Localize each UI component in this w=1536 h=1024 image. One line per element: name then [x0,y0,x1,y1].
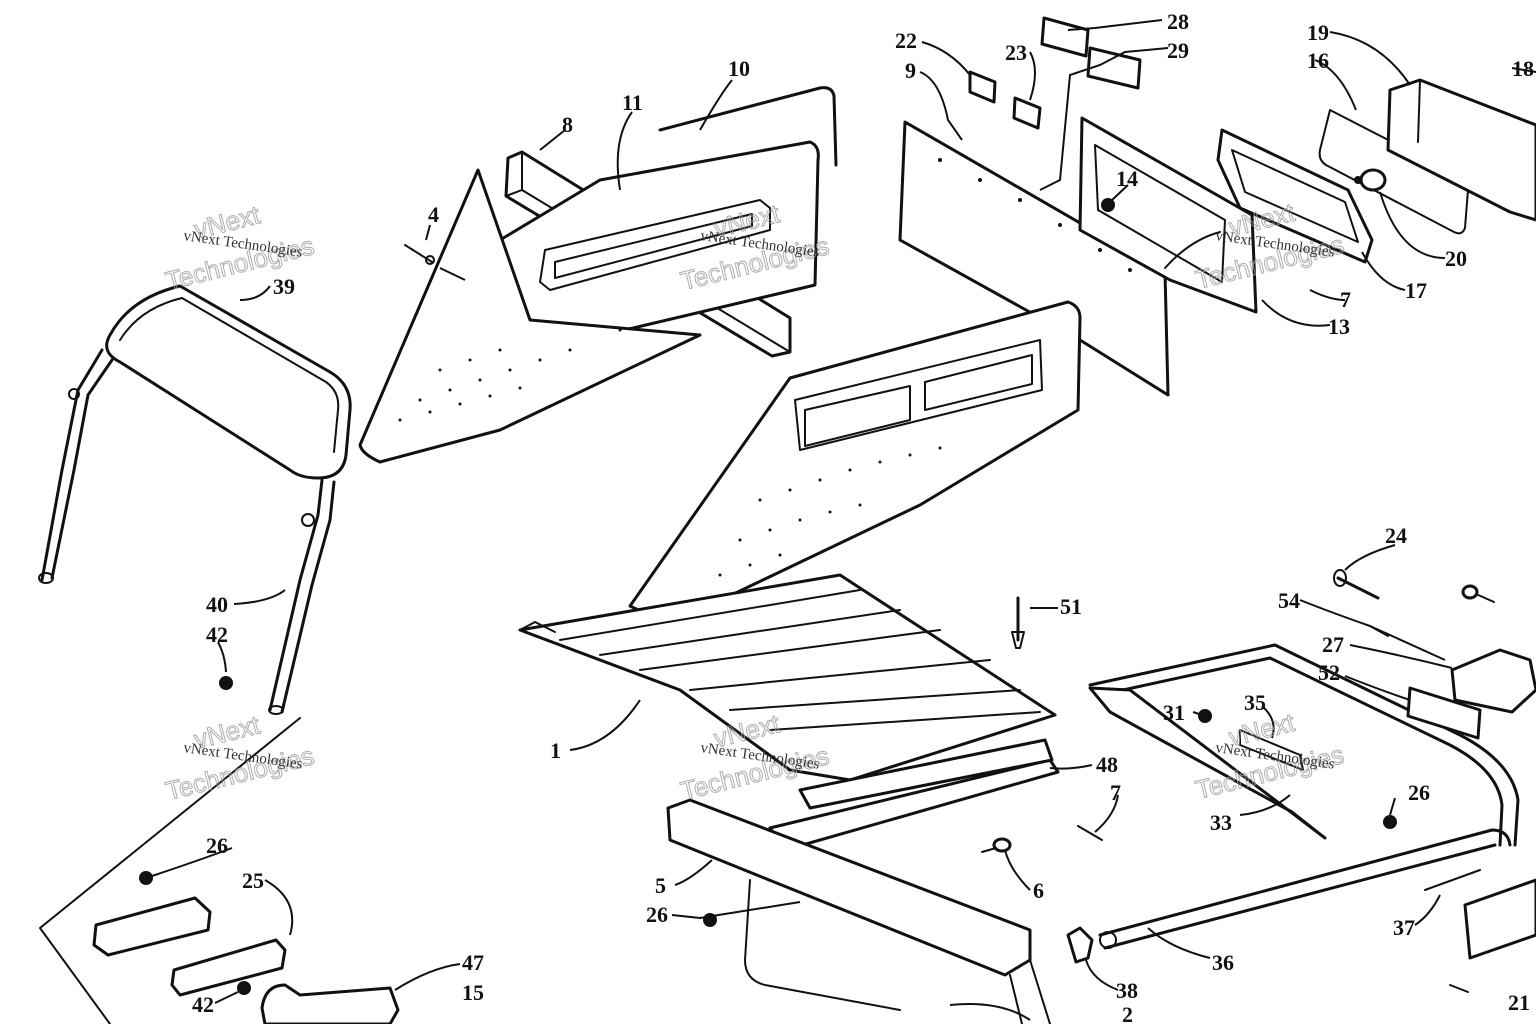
part-17-tail-light-lens [1216,128,1374,264]
part-4-screw [404,244,435,265]
part-19-light-cover [1386,78,1536,222]
callout-39: 39 [273,274,295,299]
callout-23: 23 [1005,40,1027,65]
callout-6: 6 [1033,878,1044,903]
callout-31: 31 [1163,700,1185,725]
callout-42-lower: 42 [192,992,214,1017]
part-36-frame-rail [1088,643,1520,950]
callout-7-upper: 7 [1340,287,1351,312]
part-center-side-panel [628,300,1082,620]
callout-7-lower: 7 [1110,780,1121,805]
callout-9: 9 [905,58,916,83]
callout-54: 54 [1278,588,1300,613]
part-7-pin-lower [1077,825,1103,841]
part-20-bulb [1354,168,1387,192]
part-left-floor-panel [358,168,702,464]
part-28-decal [1040,16,1090,58]
callout-17: 17 [1405,278,1427,303]
callout-21: 21 [1508,990,1530,1015]
part-bolt-upper-right [1461,584,1495,603]
part-13-light-housing-panel [1078,116,1258,314]
bottom-left-bracket-assembly [39,717,400,1024]
callout-14: 14 [1116,166,1138,191]
leader-lines [151,19,1536,1021]
callout-5: 5 [655,873,666,898]
part-27-latch [1450,648,1536,714]
part-51-rivet [1011,596,1025,649]
callout-26-center: 26 [646,902,668,927]
part-35-plate [1239,729,1304,771]
callout-2: 2 [1122,1002,1133,1024]
callout-26-right: 26 [1408,780,1430,805]
callout-25: 25 [242,868,264,893]
callout-27: 27 [1322,632,1344,657]
callout-18: 18 [1512,56,1534,81]
callout-16: 16 [1307,48,1329,73]
part-40-backrest-frame [38,348,336,715]
part-5-lower-channel [666,798,1051,1024]
part-11-side-panel-left [498,140,820,352]
callout-38: 38 [1116,978,1138,1003]
callout-26-left: 26 [206,833,228,858]
part-21-screw [1449,984,1469,993]
callout-8: 8 [562,112,573,137]
callout-48: 48 [1096,752,1118,777]
callout-47: 47 [462,950,484,975]
callout-10: 10 [728,56,750,81]
callout-22: 22 [895,28,917,53]
callout-20: 20 [1445,246,1467,271]
callout-33: 33 [1210,810,1232,835]
part-42-nut-upper [219,676,233,690]
callout-40: 40 [206,592,228,617]
part-33-bracket [1088,686,1327,840]
part-39-backrest-cushion [105,284,352,480]
part-26-nut-right [1383,815,1397,829]
callout-36: 36 [1212,950,1234,975]
callout-35: 35 [1244,690,1266,715]
callout-29: 29 [1167,38,1189,63]
part-6-bolt [981,837,1012,853]
part-24-pin [1333,569,1380,600]
callout-52: 52 [1318,660,1340,685]
part-48-bracket-bar [768,738,1060,852]
callout-4: 4 [428,202,439,227]
callout-11: 11 [622,90,643,115]
callout-15: 15 [462,980,484,1005]
callout-13: 13 [1328,314,1350,339]
part-52-strip [1406,686,1482,740]
part-38-clip [1066,926,1094,964]
callout-19: 19 [1307,20,1329,45]
part-23-reflector [1012,96,1042,130]
callout-42-upper: 42 [206,622,228,647]
callout-28: 28 [1167,9,1189,34]
part-22-reflector [968,70,997,104]
part-37-reflector [1424,869,1536,960]
callout-1: 1 [550,738,561,763]
part-29-decal [1086,46,1142,90]
part-10-rod [658,86,838,167]
callout-24: 24 [1385,523,1407,548]
callout-37: 37 [1393,915,1415,940]
callout-51: 51 [1060,594,1082,619]
